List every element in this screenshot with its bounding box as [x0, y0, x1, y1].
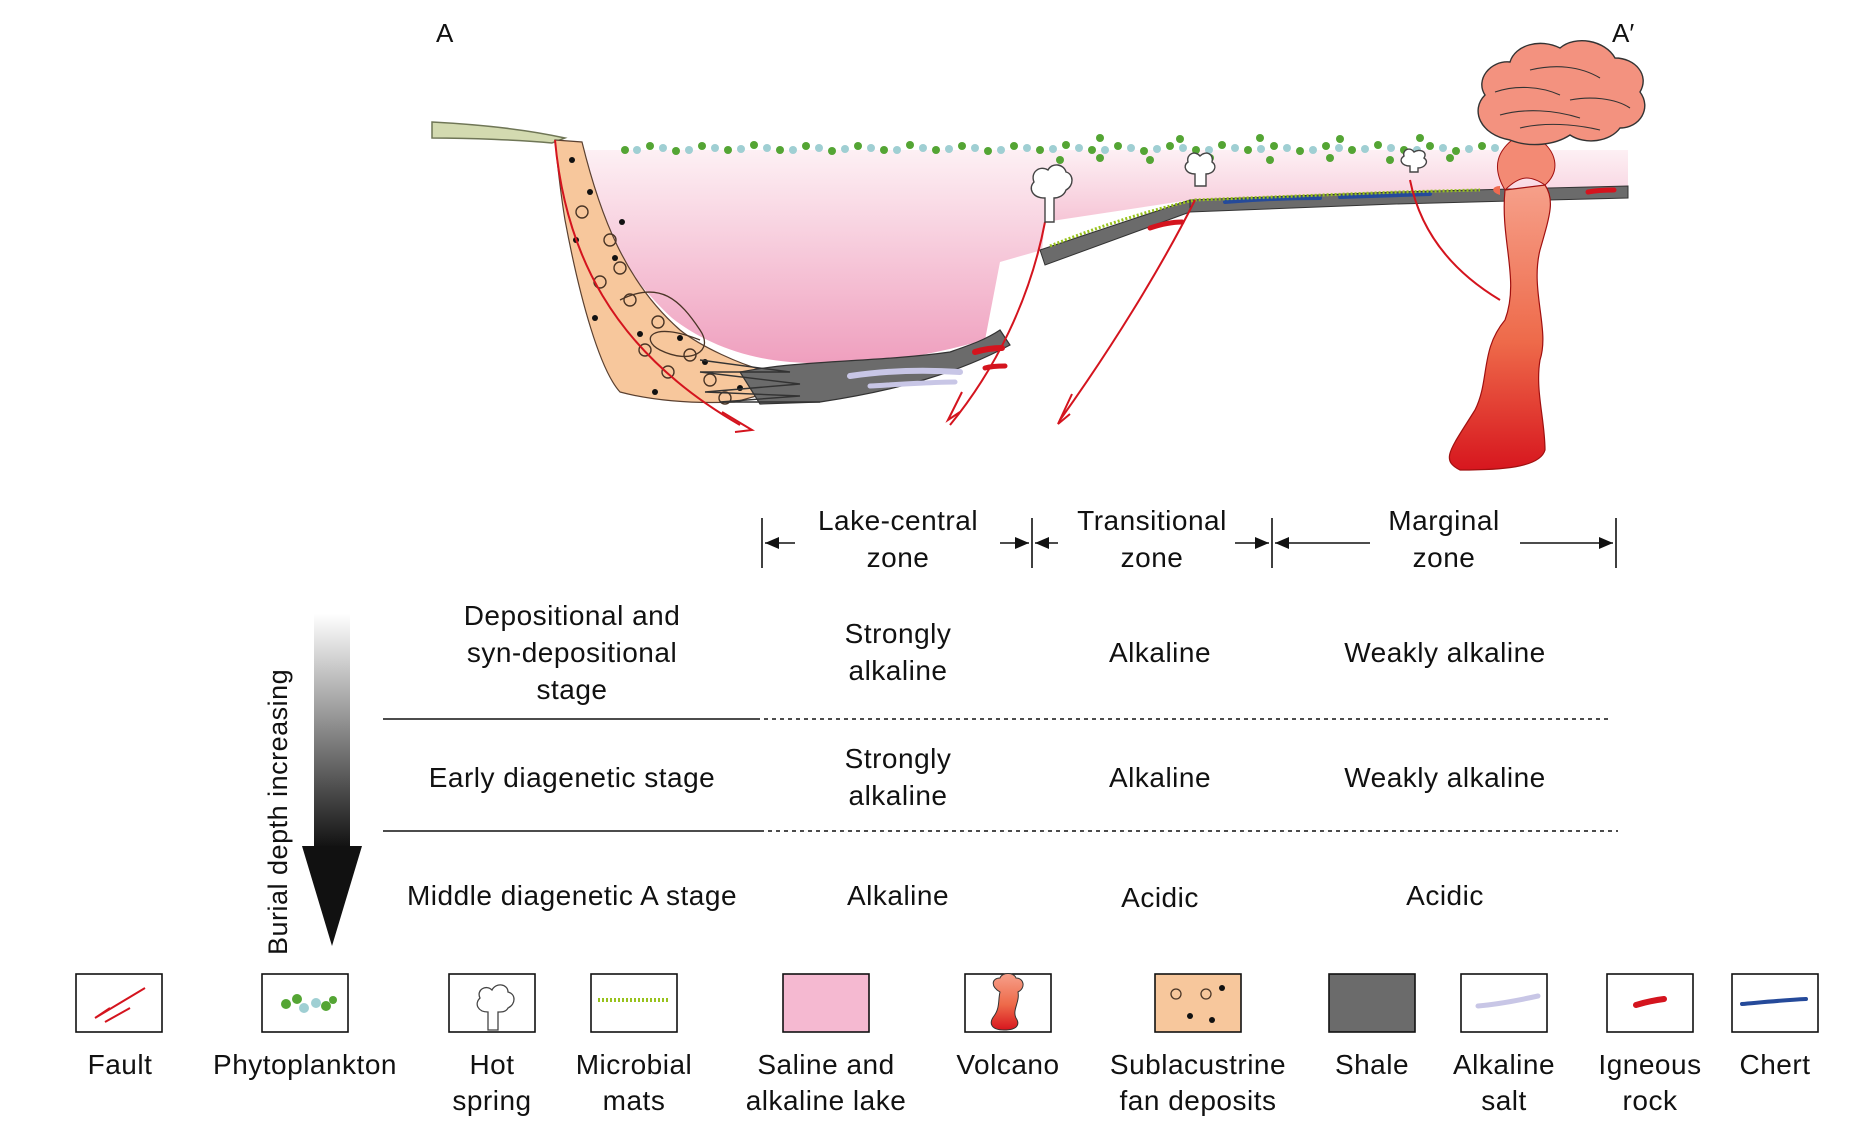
cell-middle-transitional: Acidic — [1121, 882, 1199, 913]
legend-label: Sublacustrine — [1110, 1049, 1286, 1080]
fault-line — [554, 139, 741, 426]
stage-label-early-diagenetic: Early diagenetic stage — [429, 762, 716, 793]
stage-label-depositional-line3: stage — [537, 674, 608, 705]
cell-depositional-lake-central-line2: alkaline — [849, 655, 948, 686]
igneous-rock-lens — [1147, 219, 1185, 231]
legend-label: Volcano — [956, 1049, 1059, 1080]
legend-label: Alkaline — [1453, 1049, 1555, 1080]
legend-item-sublacustrine-fan: Sublacustrine fan deposits — [1110, 973, 1286, 1116]
volcano — [1448, 40, 1646, 471]
land-surface — [431, 121, 568, 144]
legend-label: Chert — [1740, 1049, 1811, 1080]
volcano-sill — [1493, 186, 1500, 195]
legend-label-line2: fan deposits — [1120, 1085, 1277, 1116]
volcanic-plume — [1477, 40, 1646, 146]
zone-label-lake-central: Lake-central — [818, 505, 978, 536]
legend-label: Fault — [88, 1049, 153, 1080]
legend-label-line2: alkaline lake — [746, 1085, 907, 1116]
alkaline-salt-lens — [847, 367, 963, 379]
shale-fan-interfingering — [699, 359, 820, 403]
cell-depositional-marginal: Weakly alkaline — [1344, 637, 1546, 668]
legend-label: Igneous — [1598, 1049, 1701, 1080]
legend-item-shale: Shale — [1328, 973, 1416, 1080]
saline-alkaline-lake — [575, 150, 1060, 364]
fault-arrow — [721, 411, 756, 433]
burial-depth-label: Burial depth increasing — [263, 669, 293, 955]
cell-middle-marginal: Acidic — [1406, 880, 1484, 911]
central-shale — [739, 329, 1011, 405]
legend-label: Saline and — [757, 1049, 894, 1080]
legend-item-volcano: Volcano — [956, 973, 1059, 1080]
sublacustrine-fan-icon — [1154, 973, 1242, 1033]
igneous-rock-lens — [1585, 187, 1617, 195]
legend-label-line2: mats — [603, 1085, 666, 1116]
stage-label-depositional: Depositional and — [464, 600, 681, 631]
volcano-conduit — [1448, 184, 1551, 471]
volcano-vent — [1496, 139, 1556, 191]
stage-label-depositional-line2: syn-depositional — [467, 637, 677, 668]
zone-label-lake-central-line2: zone — [867, 542, 930, 573]
fault-arrow — [1057, 393, 1073, 425]
cell-depositional-lake-central: Strongly — [845, 618, 952, 649]
legend-label: Microbial — [576, 1049, 693, 1080]
legend-item-igneous-rock: Igneous rock — [1598, 973, 1701, 1116]
stage-label-middle-diagenetic-a: Middle diagenetic A stage — [407, 880, 737, 911]
legend-item-chert: Chert — [1731, 973, 1819, 1080]
burial-depth-arrow — [302, 614, 362, 946]
legend-item-saline-lake: Saline and alkaline lake — [746, 973, 907, 1116]
igneous-rock-lens — [982, 363, 1008, 371]
phytoplankton-band — [621, 134, 1499, 164]
microbial-mats-icon — [590, 973, 678, 1033]
fan-grains — [569, 157, 743, 395]
cell-early-transitional: Alkaline — [1109, 762, 1211, 793]
legend-item-fault: Fault — [75, 973, 163, 1080]
plume-folds — [1494, 66, 1631, 131]
section-marker-a-prime: A′ — [1612, 18, 1634, 48]
section-marker-a: A — [436, 18, 454, 48]
legend-label-line2: rock — [1623, 1085, 1678, 1116]
legend-label: Shale — [1335, 1049, 1409, 1080]
cell-middle-lake-central: Alkaline — [847, 880, 949, 911]
stage-table-rules — [383, 718, 1618, 832]
cell-early-lake-central: Strongly — [845, 743, 952, 774]
legend-label: Phytoplankton — [213, 1049, 397, 1080]
cell-early-lake-central-line2: alkaline — [849, 780, 948, 811]
chert-lens — [1223, 196, 1322, 204]
zone-header — [761, 518, 1617, 568]
fault-line — [1409, 179, 1501, 301]
zone-label-transitional: Transitional — [1077, 505, 1227, 536]
cell-depositional-transitional: Alkaline — [1109, 637, 1211, 668]
alkaline-salt-lens — [867, 379, 958, 389]
legend-label-line2: spring — [452, 1085, 531, 1116]
legend-label-line2: salt — [1481, 1085, 1527, 1116]
legend-label: Hot — [469, 1049, 514, 1080]
zone-label-transitional-line2: zone — [1121, 542, 1184, 573]
legend-item-hot-spring: Hot spring — [448, 973, 536, 1116]
legend-item-microbial-mats: Microbial mats — [576, 973, 693, 1116]
zone-label-marginal-line2: zone — [1413, 542, 1476, 573]
chert-lens — [1338, 192, 1432, 199]
fan-channel-outline — [619, 291, 706, 358]
zone-label-marginal: Marginal — [1388, 505, 1499, 536]
legend-item-alkaline-salt: Alkaline salt — [1453, 973, 1555, 1116]
cross-section: A A′ — [431, 18, 1646, 471]
faults — [554, 139, 1501, 433]
fault-arrow — [945, 391, 963, 423]
shale-icon — [1328, 973, 1416, 1033]
legend-item-phytoplankton: Phytoplankton — [213, 973, 397, 1080]
hot-spring — [1030, 148, 1428, 223]
saline-lake-icon — [782, 973, 870, 1033]
cell-early-marginal: Weakly alkaline — [1344, 762, 1546, 793]
fault-line — [949, 221, 1046, 426]
fault-line — [1059, 199, 1196, 421]
legend: Fault Phytoplankton Hot spring Microbial… — [75, 973, 1819, 1116]
